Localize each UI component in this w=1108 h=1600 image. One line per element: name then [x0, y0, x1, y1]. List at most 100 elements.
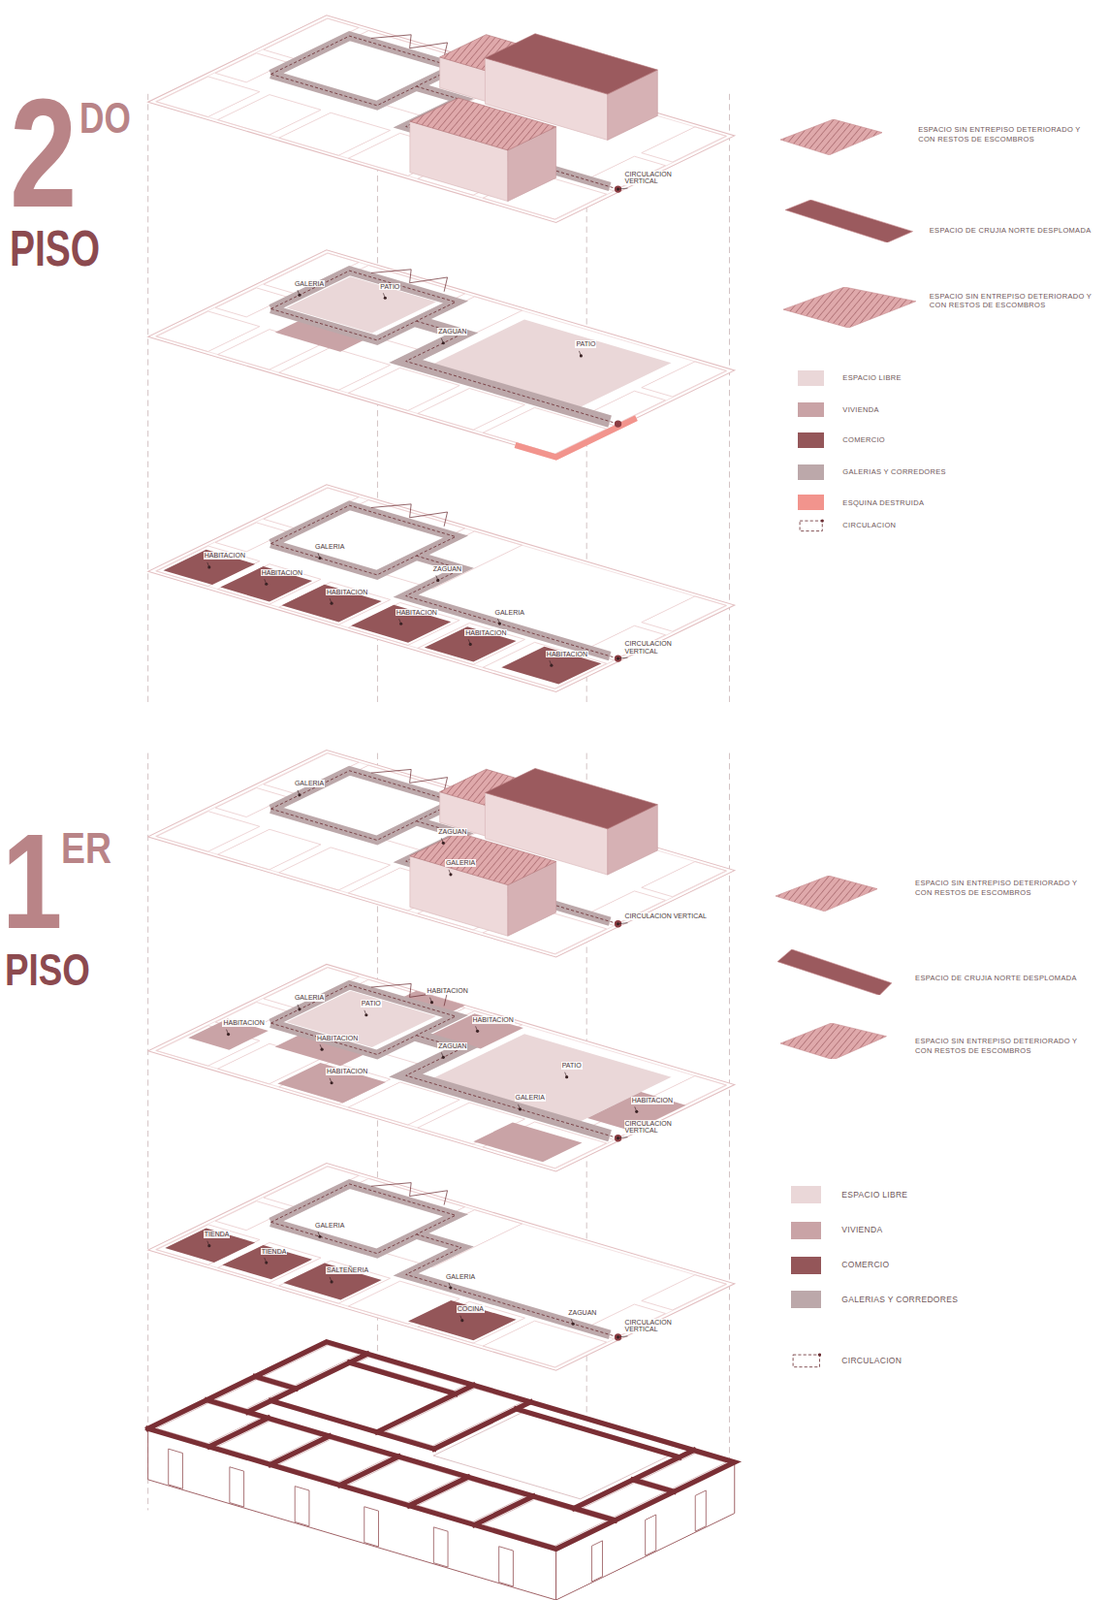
room-outline — [279, 347, 391, 390]
floor-heading: 1 — [1, 813, 63, 950]
leader-dot — [436, 578, 440, 582]
destroyed-corner — [515, 417, 637, 457]
space-label: TIENDA — [203, 1230, 231, 1238]
door — [433, 1526, 448, 1567]
space-label: GALERIA — [293, 993, 325, 1002]
hatched-swatch — [783, 286, 917, 328]
gallery-band — [270, 505, 455, 575]
leader-dot — [448, 1285, 452, 1289]
legend-text: GALERIAS Y CORREDORES — [841, 1294, 958, 1305]
use-area — [350, 604, 451, 643]
legend-text: ESPACIO LIBRE — [842, 373, 901, 382]
leader-dot — [264, 582, 268, 586]
leader-dot — [317, 556, 321, 560]
room-outline — [641, 126, 727, 162]
leader-dot — [226, 1032, 230, 1036]
room-outline — [641, 596, 727, 632]
leader-dot — [498, 622, 502, 626]
room-outline — [357, 1356, 465, 1391]
space-label: HABITACION — [545, 650, 589, 659]
space-label: GALERIA — [293, 779, 325, 788]
wall — [409, 1476, 469, 1506]
use-area — [283, 1263, 381, 1300]
legend-swatch — [777, 949, 892, 995]
building-top — [148, 1341, 735, 1550]
leader-dot — [616, 921, 620, 925]
circulation-line — [406, 1035, 619, 1139]
legend-text: CIRCULACION — [841, 1355, 902, 1366]
wall — [148, 1341, 735, 1550]
circulation-symbol — [799, 520, 823, 532]
vertical-circulation-dot — [614, 419, 622, 427]
gallery-band — [406, 555, 610, 656]
gallery-band — [406, 1234, 610, 1334]
floor-heading: DO — [79, 96, 131, 140]
circulation-line — [270, 984, 455, 1055]
circulation-symbol-dot — [817, 1352, 821, 1356]
projection-line — [728, 94, 730, 704]
space-label: HABITACION — [260, 569, 304, 577]
projection-line — [147, 94, 149, 704]
room-outline — [641, 860, 727, 896]
space-label: HABITACION — [316, 1034, 359, 1043]
room-outline — [156, 76, 259, 118]
circulation-stair — [371, 504, 448, 527]
wall — [633, 1479, 674, 1491]
floor-heading: PISO — [4, 947, 91, 992]
door — [645, 1514, 657, 1555]
legend-text: VIVIENDA — [842, 405, 879, 414]
projection-line — [147, 753, 149, 1511]
leader-dot — [320, 1047, 324, 1051]
legend-swatch — [797, 402, 824, 418]
space-label: CIRCULACION VERTICAL — [624, 170, 673, 186]
hatched-swatch — [780, 119, 883, 156]
space-label: HABITACION — [631, 1096, 674, 1105]
legend-swatch — [780, 119, 883, 156]
circulation-line — [270, 770, 455, 841]
circulation-line — [406, 555, 619, 659]
use-area — [424, 626, 517, 662]
floor-heading: ER — [61, 826, 112, 870]
leader-dot — [616, 657, 620, 661]
space-label: GALERIA — [314, 1221, 346, 1230]
leader-dot — [579, 353, 583, 357]
leader-dot — [616, 187, 620, 190]
circulation-line — [406, 1234, 619, 1337]
floor-slab-inner — [156, 966, 728, 1169]
legend-text: VIVIENDA — [841, 1224, 883, 1235]
space-label: GALERIA — [293, 280, 325, 288]
room-outline — [218, 828, 321, 870]
leader-dot — [616, 1136, 620, 1140]
space-label: HABITACION — [395, 608, 439, 617]
legend-swatch — [797, 518, 824, 534]
space-label: PATIO — [561, 1061, 583, 1070]
space-label: CIRCULACION VERTICAL — [624, 912, 708, 920]
space-label: GALERIA — [444, 1272, 476, 1281]
room-outline — [279, 847, 391, 890]
legend-text: ESPACIO LIBRE — [841, 1189, 908, 1201]
volume-top — [484, 33, 658, 95]
legend-swatch — [797, 432, 824, 448]
gallery-band — [270, 35, 455, 106]
wall — [474, 1495, 534, 1525]
floor-heading: 2 — [9, 75, 77, 231]
wall — [349, 1361, 456, 1393]
door — [168, 1448, 184, 1488]
space-label: CIRCULACION VERTICAL — [624, 1318, 673, 1333]
legend-text: ESPACIO SIN ENTREPISO DETERIORADO Y CON … — [929, 291, 1104, 311]
space-label: CIRCULACION VERTICAL — [624, 1119, 673, 1135]
projection-line — [728, 753, 730, 1511]
wall — [516, 1408, 680, 1457]
space-label: PATIO — [360, 999, 382, 1008]
use-area — [282, 584, 382, 623]
legend-text: ESQUINA DESTRUIDA — [842, 498, 924, 507]
circulation-line — [270, 1183, 455, 1254]
circulation-stair — [371, 34, 448, 58]
floor-slab-inner — [156, 253, 728, 455]
leader-dot — [448, 872, 452, 876]
leader-dot — [442, 341, 445, 345]
legend-swatch — [783, 286, 917, 328]
leader-dot — [207, 565, 211, 569]
wall — [270, 1435, 330, 1465]
circulation-line — [270, 35, 455, 106]
